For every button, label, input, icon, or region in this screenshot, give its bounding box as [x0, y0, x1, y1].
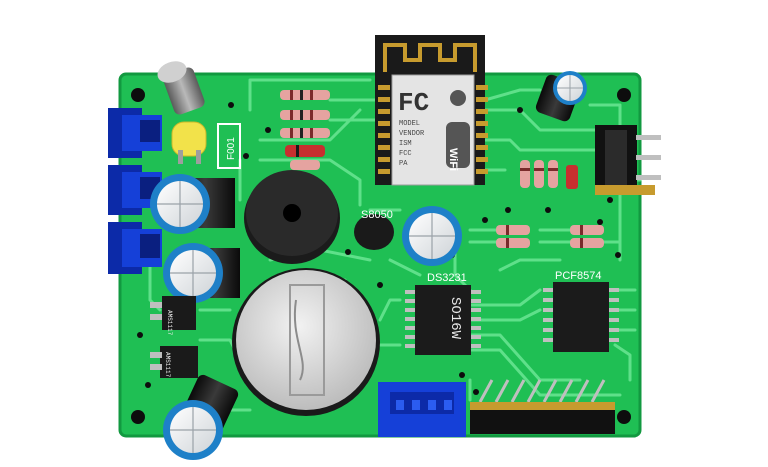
- regulator-2-text: AMS1117: [164, 352, 171, 378]
- electrolytic-capacitor-middle: [402, 206, 462, 266]
- terminal-blocks: [108, 108, 162, 274]
- mounting-holes: [131, 88, 631, 424]
- coin-cell-holder: [232, 268, 380, 416]
- io-expander-chip: PCF8574: [543, 270, 619, 352]
- bottom-connector: [378, 382, 466, 437]
- regulator-2: AMS1117: [150, 346, 198, 378]
- pin-header-right: [595, 125, 661, 195]
- buzzer: [244, 170, 340, 264]
- rtc-label: DS3231: [427, 272, 467, 284]
- wifi-small-fcc: FCC: [399, 150, 412, 158]
- regulator-1: AMS1117: [150, 296, 196, 336]
- electrolytic-capacitor-bottom-left: [163, 374, 239, 460]
- fuse-text: F001: [226, 137, 237, 160]
- rtc-chip: DS3231 SO16W: [405, 272, 481, 355]
- regulator-1-text: AMS1117: [166, 310, 173, 336]
- wifi-small-vendor: VENDOR: [399, 130, 425, 138]
- wifi-small-model: MODEL: [399, 120, 420, 128]
- transistor-s8050: S8050: [354, 209, 394, 250]
- expander-label: PCF8574: [555, 270, 601, 282]
- yellow-capacitor: [171, 121, 207, 164]
- pin-header-bottom: [470, 379, 615, 434]
- transistor-label: S8050: [361, 209, 393, 221]
- resistor-array-right: [520, 160, 578, 189]
- wifi-module: FC WiFi MODEL VENDOR ISM FCC PA: [375, 35, 488, 186]
- resistor-array-top: [280, 90, 330, 170]
- grey-inductor: [157, 61, 205, 115]
- wifi-logo-text: WiFi: [447, 148, 459, 171]
- electrolytic-capacitor-left-1: [150, 174, 235, 234]
- wifi-logo-fc: FC: [398, 88, 429, 118]
- electrolytic-capacitor-left-2: [163, 243, 240, 303]
- rtc-chip-marking: SO16W: [447, 297, 463, 340]
- fuse: F001: [217, 123, 241, 169]
- resistor-array-mid: [496, 225, 604, 248]
- electrolytic-capacitor-top-right: [535, 71, 587, 122]
- wifi-small-ism: ISM: [399, 140, 412, 148]
- wifi-small-pa: PA: [399, 160, 408, 168]
